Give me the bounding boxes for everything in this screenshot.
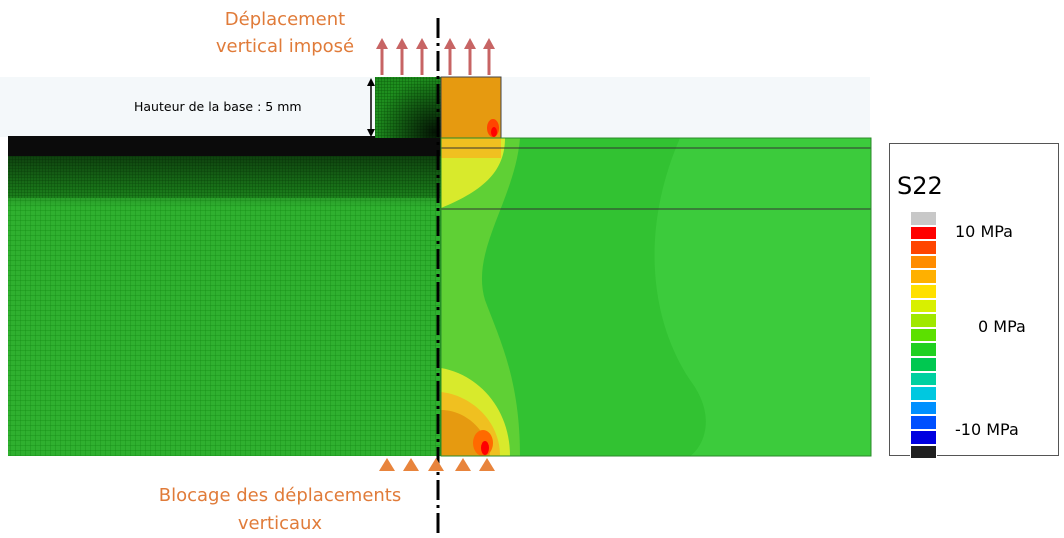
up-arrow-icon — [376, 38, 388, 75]
vertical-blocking-line2: verticaux — [237, 513, 323, 534]
imposed-displacement-label: Déplacement vertical imposé — [150, 6, 420, 60]
legend-color-swatch — [910, 298, 937, 314]
support-triangle-icon — [403, 458, 419, 471]
legend-color-swatch — [910, 400, 937, 416]
base-height-label: Hauteur de la base : 5 mm — [134, 99, 302, 114]
legend-color-swatch — [910, 225, 937, 241]
legend-color-swatch — [910, 444, 937, 460]
legend-color-swatch — [910, 269, 937, 284]
up-arrow-icon — [396, 38, 408, 75]
support-triangle-icon — [479, 458, 495, 471]
legend-color-swatch — [910, 240, 937, 255]
vertical-blocking-label: Blocage des déplacements verticaux — [110, 482, 450, 538]
up-arrow-icon — [416, 38, 428, 75]
legend-tick-max: 10 MPa — [955, 222, 1013, 241]
support-triangle-icon — [428, 458, 444, 471]
up-arrow-icon — [444, 38, 456, 75]
legend-color-swatch — [910, 429, 937, 445]
imposed-displacement-line2: vertical imposé — [215, 36, 355, 57]
legend-color-swatch — [910, 254, 937, 270]
stress-half — [440, 76, 872, 457]
up-arrow-icon — [483, 38, 495, 75]
vertical-supports — [379, 458, 495, 471]
legend-color-swatch — [910, 342, 937, 357]
legend-color-swatch — [910, 371, 937, 387]
legend-color-swatch — [910, 211, 937, 226]
dimension-arrow-icon — [367, 78, 375, 137]
up-arrow-icon — [464, 38, 476, 75]
support-triangle-icon — [455, 458, 471, 471]
legend-color-swatch — [910, 356, 937, 372]
legend-tick-mid: 0 MPa — [978, 317, 1026, 336]
legend-color-swatch — [910, 415, 937, 430]
s22-legend: S22 10 MPa 0 MPa -10 MPa — [889, 143, 1059, 460]
legend-title: S22 — [897, 172, 943, 200]
imposed-displacement-arrows — [376, 38, 495, 75]
support-triangle-icon — [379, 458, 395, 471]
legend-color-swatch — [910, 313, 937, 328]
legend-color-swatch — [910, 283, 937, 299]
legend-color-swatch — [910, 327, 937, 343]
legend-color-scale — [910, 211, 937, 460]
imposed-displacement-line1: Déplacement — [224, 9, 346, 30]
legend-color-swatch — [910, 386, 937, 401]
legend-tick-min: -10 MPa — [955, 420, 1019, 439]
mesh-half — [8, 77, 441, 456]
vertical-blocking-line1: Blocage des déplacements — [158, 485, 402, 506]
